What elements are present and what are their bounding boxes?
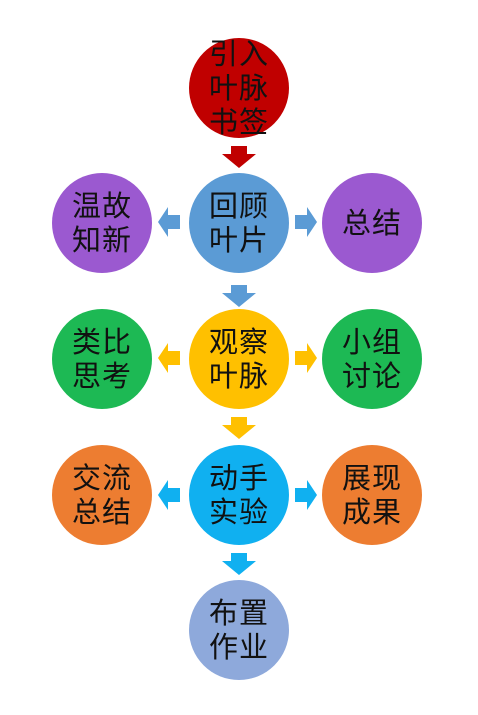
left-arrow-review-shape — [158, 207, 180, 237]
node-summary-label: 总结 — [341, 206, 402, 240]
down-arrow-2 — [222, 285, 256, 307]
right-arrow-experiment — [295, 480, 317, 510]
node-observe-label: 观察叶脉 — [208, 325, 269, 393]
node-homework: 布置作业 — [189, 580, 289, 680]
node-experiment-label: 动手实验 — [208, 461, 269, 529]
node-show: 展现成果 — [322, 445, 422, 545]
right-arrow-observe-shape — [295, 343, 317, 373]
down-arrow-1-shape — [222, 146, 256, 168]
node-experiment: 动手实验 — [189, 445, 289, 545]
node-summary: 总结 — [322, 173, 422, 273]
right-arrow-review-shape — [295, 207, 317, 237]
node-observe: 观察叶脉 — [189, 309, 289, 409]
left-arrow-review — [158, 207, 180, 237]
down-arrow-2-shape — [222, 285, 256, 307]
left-arrow-experiment — [158, 480, 180, 510]
node-exchange-label: 交流总结 — [71, 461, 132, 529]
down-arrow-3-shape — [222, 417, 256, 439]
node-review: 回顾叶片 — [189, 173, 289, 273]
right-arrow-review — [295, 207, 317, 237]
down-arrow-4 — [222, 553, 256, 575]
left-arrow-observe — [158, 343, 180, 373]
node-intro: 引入叶脉书签 — [189, 37, 289, 139]
node-analogy: 类比思考 — [52, 309, 152, 409]
node-group-label: 小组讨论 — [341, 325, 402, 393]
node-homework-label: 布置作业 — [208, 596, 269, 664]
down-arrow-3 — [222, 417, 256, 439]
node-show-label: 展现成果 — [341, 461, 402, 529]
node-warm-label: 温故知新 — [71, 189, 132, 257]
node-exchange: 交流总结 — [52, 445, 152, 545]
node-group: 小组讨论 — [322, 309, 422, 409]
down-arrow-1 — [222, 146, 256, 168]
right-arrow-observe — [295, 343, 317, 373]
node-intro-label: 引入叶脉书签 — [208, 37, 269, 139]
node-review-label: 回顾叶片 — [208, 189, 269, 257]
left-arrow-experiment-shape — [158, 480, 180, 510]
node-analogy-label: 类比思考 — [71, 325, 132, 393]
down-arrow-4-shape — [222, 553, 256, 575]
right-arrow-experiment-shape — [295, 480, 317, 510]
node-warm: 温故知新 — [52, 173, 152, 273]
left-arrow-observe-shape — [158, 343, 180, 373]
